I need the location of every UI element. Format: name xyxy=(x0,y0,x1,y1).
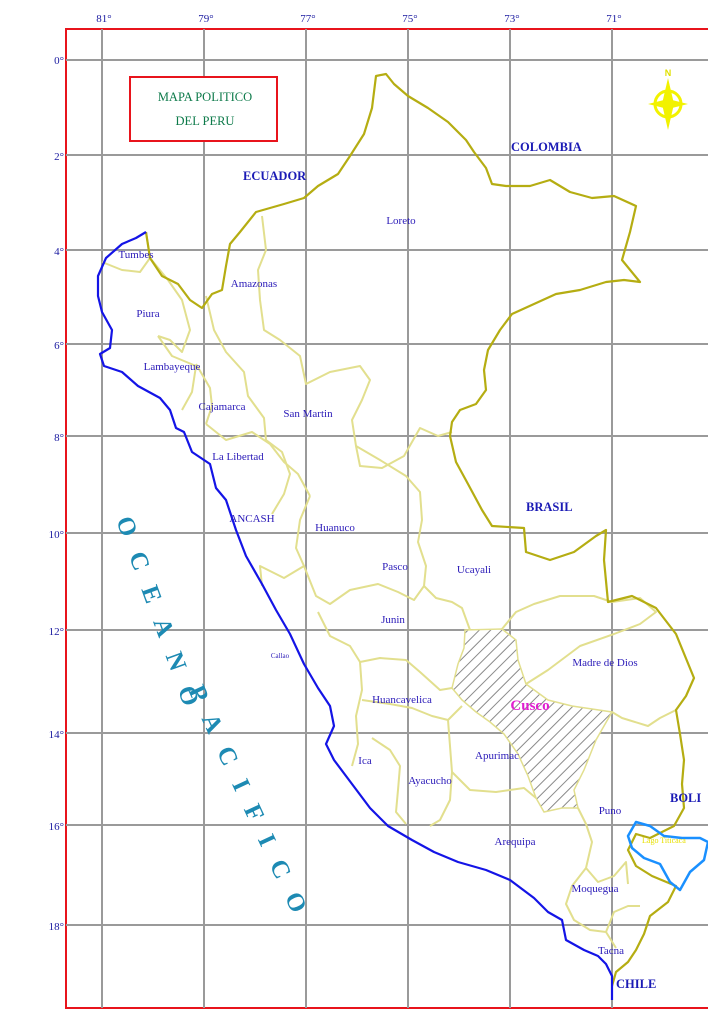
lake-titicaca xyxy=(626,820,708,892)
lon-label: 81° xyxy=(96,13,111,25)
country-label-brasil: BRASIL xyxy=(526,500,573,514)
dept-label-huanuco: Huanuco xyxy=(315,522,355,534)
latitude-labels: 0° 2° 4° 6° 8° 10° 12° 14° 16° 18° xyxy=(49,55,64,933)
coastline xyxy=(96,231,614,1000)
dept-label-piura: Piura xyxy=(136,308,159,320)
dept-label-lambayeque: Lambayeque xyxy=(144,361,201,373)
dept-label-huancavelica: Huancavelica xyxy=(372,694,432,706)
dept-label-la-libertad: La Libertad xyxy=(212,451,264,463)
lat-label: 10° xyxy=(49,529,64,541)
lon-label: 79° xyxy=(198,13,213,25)
country-label-chile: CHILE xyxy=(616,977,656,991)
country-label-ecuador: ECUADOR xyxy=(243,169,307,183)
lat-label: 8° xyxy=(54,432,64,444)
lon-label: 71° xyxy=(606,13,621,25)
lat-label: 0° xyxy=(54,55,64,67)
dept-label-arequipa: Arequipa xyxy=(495,836,536,848)
compass-north-label: N xyxy=(665,68,672,78)
dept-label-san-martin: San Martin xyxy=(283,408,333,420)
country-label-colombia: COLOMBIA xyxy=(511,140,582,154)
lat-label: 12° xyxy=(49,626,64,638)
dept-label-callao: Callao xyxy=(271,652,290,660)
lat-label: 18° xyxy=(49,921,64,933)
country-label-bolivia: BOLI xyxy=(670,791,701,805)
department-borders xyxy=(101,215,677,949)
title-line-1: MAPA POLITICO xyxy=(158,90,252,104)
dept-label-apurimac: Apurimac xyxy=(475,750,519,762)
dept-label-amazonas: Amazonas xyxy=(231,278,277,290)
department-labels: Tumbes Piura Lambayeque Cajamarca Amazon… xyxy=(118,215,637,957)
longitude-labels: 81° 79° 77° 75° 73° 71° xyxy=(96,13,621,25)
dept-label-ica: Ica xyxy=(358,755,372,767)
dept-label-ayacucho: Ayacucho xyxy=(408,775,452,787)
dept-label-tacna: Tacna xyxy=(598,945,624,957)
dept-label-puno: Puno xyxy=(599,805,622,817)
graticule xyxy=(66,29,708,1008)
dept-label-ucayali: Ucayali xyxy=(457,564,491,576)
dept-label-loreto: Loreto xyxy=(386,215,416,227)
dept-label-junin: Junin xyxy=(381,614,405,626)
lat-label: 2° xyxy=(54,151,64,163)
lat-label: 4° xyxy=(54,246,64,258)
title-line-2: DEL PERU xyxy=(176,114,235,128)
dept-label-tumbes: Tumbes xyxy=(118,249,153,261)
dept-label-moquegua: Moquegua xyxy=(571,883,618,895)
dept-label-cusco: Cusco xyxy=(510,698,549,714)
dept-label-madre-de-dios: Madre de Dios xyxy=(572,657,637,669)
lat-label: 14° xyxy=(49,729,64,741)
lake-titicaca-label: Lago Titicaca xyxy=(642,836,686,845)
lat-label: 16° xyxy=(49,821,64,833)
lon-label: 73° xyxy=(504,13,519,25)
map-frame xyxy=(65,28,708,1009)
dept-label-ancash: ANCASH xyxy=(229,513,274,525)
title-box: MAPA POLITICO DEL PERU xyxy=(129,76,278,142)
lon-label: 77° xyxy=(300,13,315,25)
dept-label-cajamarca: Cajamarca xyxy=(198,401,245,413)
international-border xyxy=(144,72,696,987)
lon-label: 75° xyxy=(402,13,417,25)
dept-label-pasco: Pasco xyxy=(382,561,408,573)
compass-rose-icon: N xyxy=(648,68,688,130)
lat-label: 6° xyxy=(54,340,64,352)
